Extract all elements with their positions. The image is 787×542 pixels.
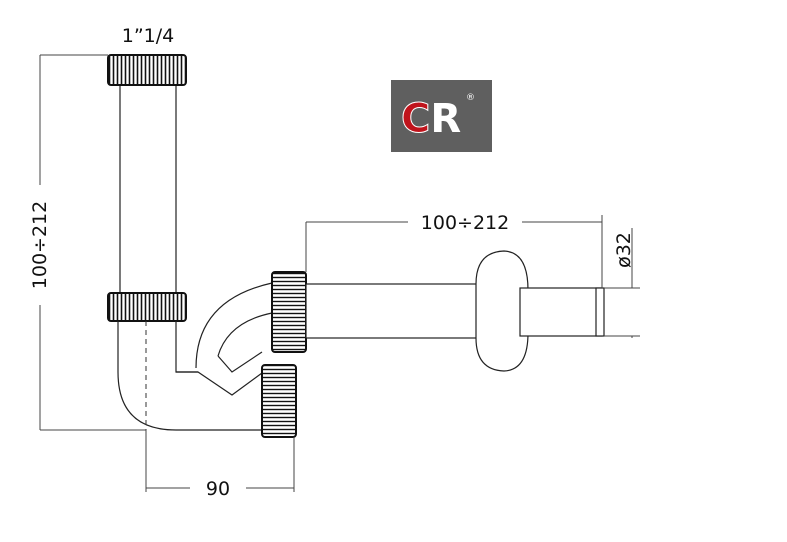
vertical-tube xyxy=(119,83,177,297)
registered-mark: ® xyxy=(466,93,475,103)
inlet-nut xyxy=(271,271,307,353)
elbow-pipe xyxy=(176,282,273,396)
horizontal-arm xyxy=(305,250,605,372)
vertical-length-label: 100÷212 xyxy=(29,201,51,289)
cr-logo: CR ® xyxy=(391,80,492,152)
horizontal-length-label: 100÷212 xyxy=(421,212,509,234)
top-thread-label: 1”1/4 xyxy=(122,25,175,47)
j-bend-pipe xyxy=(117,321,262,431)
top-nut xyxy=(107,54,187,86)
logo-text: CR xyxy=(401,96,461,142)
outlet-nut xyxy=(261,364,297,438)
offset-label: 90 xyxy=(206,478,230,500)
dimension-lines xyxy=(39,54,640,492)
middle-nut xyxy=(107,292,187,322)
diameter-label: ø32 xyxy=(613,232,635,268)
